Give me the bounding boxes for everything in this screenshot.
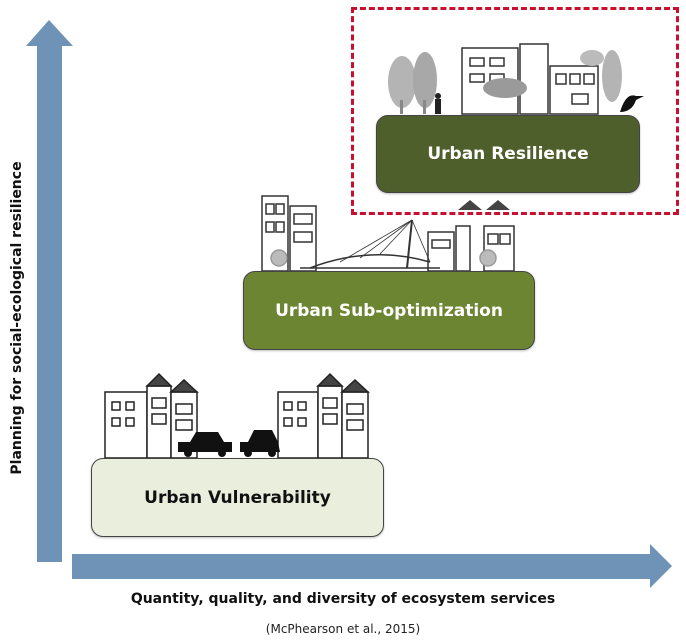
- vulnerability-illustration: [104, 372, 370, 459]
- stage-label-urban-vulnerability: Urban Vulnerability: [144, 487, 331, 508]
- suboptimization-illustration: [261, 195, 515, 272]
- car-icons: [178, 430, 280, 457]
- stage-box-urban-suboptimization: Urban Sub-optimization: [243, 271, 535, 350]
- citation: (McPhearson et al., 2015): [265, 622, 421, 636]
- y-axis-label: Planning for social-ecological resilienc…: [9, 161, 25, 475]
- stage-box-urban-vulnerability: Urban Vulnerability: [91, 458, 384, 537]
- stage-box-urban-resilience: Urban Resilience: [376, 115, 640, 193]
- y-axis-arrow: [26, 20, 73, 562]
- highlight-dashed-frame: [351, 7, 679, 215]
- resilience-illustration: [388, 43, 644, 210]
- stage-label-urban-suboptimization: Urban Sub-optimization: [275, 300, 503, 321]
- x-axis-arrow: [72, 544, 672, 588]
- stage-label-urban-resilience: Urban Resilience: [427, 144, 589, 164]
- x-axis-label: Quantity, quality, and diversity of ecos…: [130, 591, 556, 607]
